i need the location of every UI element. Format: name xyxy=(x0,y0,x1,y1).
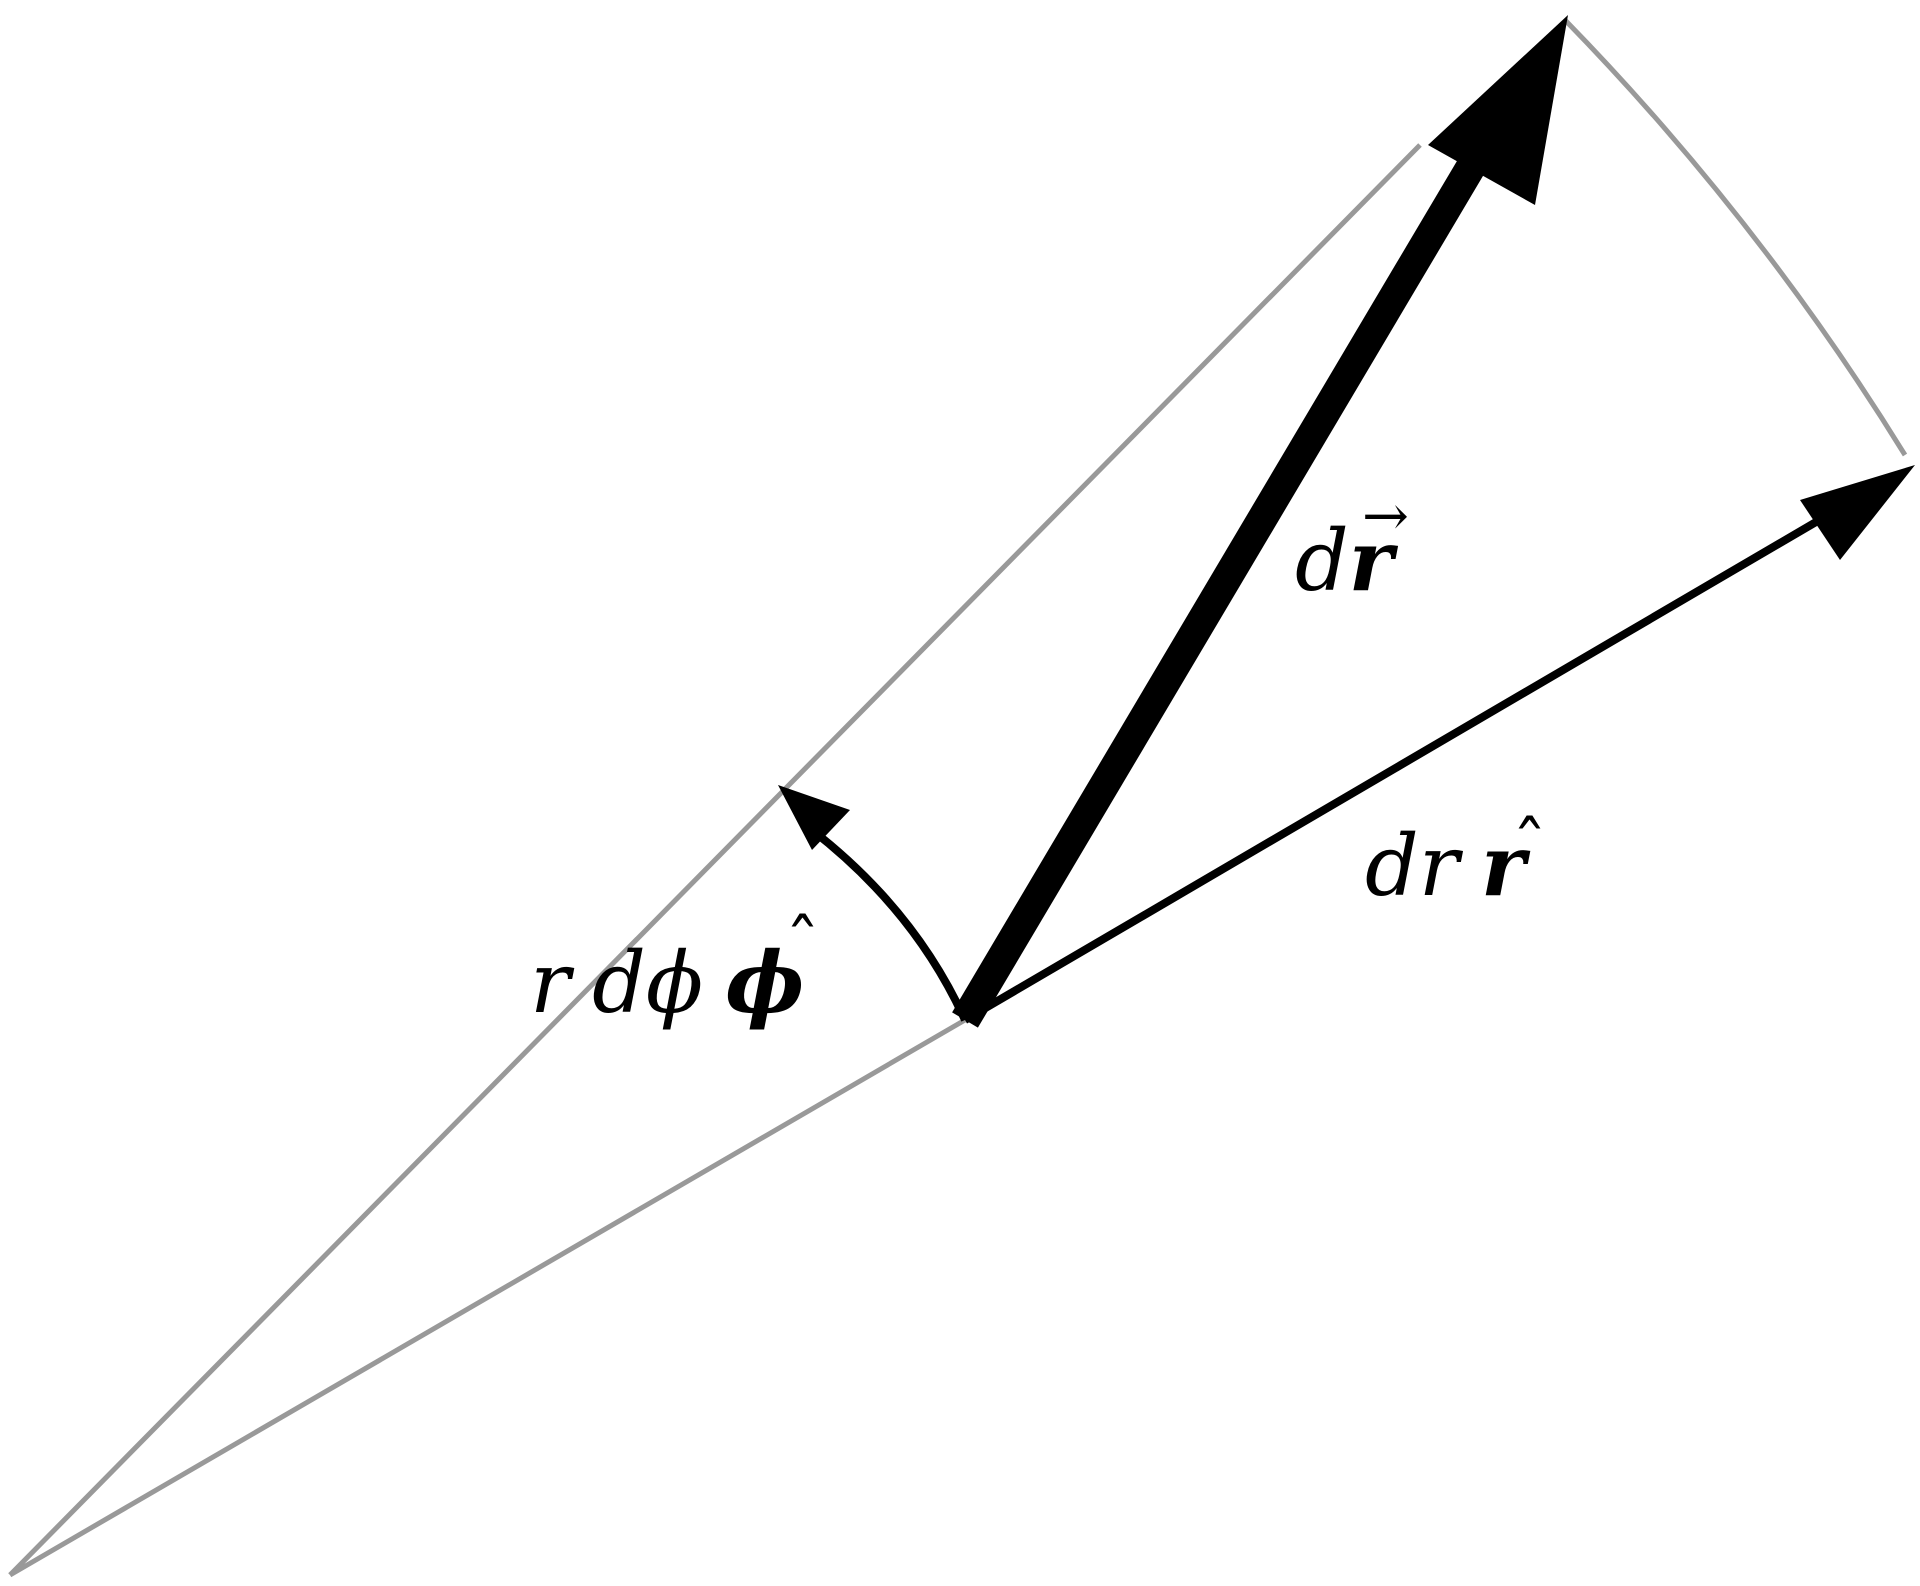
label-dr-rhat-r: r xyxy=(1481,816,1531,915)
label-r-dphi-phihat-phi: ϕ xyxy=(725,933,804,1032)
guide-line-upper-ray xyxy=(8,143,1422,1577)
label-dr-vector-d: d xyxy=(1295,512,1349,610)
dr-vector-shaft xyxy=(952,152,1488,1028)
guide-arc xyxy=(1563,18,1908,457)
r-dphi-phihat-vector-shaft xyxy=(809,826,969,1022)
label-dr-vector-accent: → xyxy=(1362,484,1409,549)
dr-rhat-arrowhead xyxy=(1800,465,1915,560)
label-dr-vector-r: r xyxy=(1349,511,1399,610)
label-dr-rhat-dr: dr xyxy=(1365,817,1464,915)
label-r-dphi-phihat-r: r xyxy=(530,934,575,1032)
label-r-dphi-phihat-dphi: dϕ xyxy=(592,934,703,1032)
dr-rhat-vector-shaft xyxy=(962,501,1848,1024)
label-dr-vector: dr xyxy=(1295,511,1399,610)
guide-line-lower-ray xyxy=(8,1017,967,1578)
r-dphi-phihat-arrowhead xyxy=(778,785,850,850)
label-r-dphi-phihat-accent: ˆ xyxy=(785,905,820,987)
label-dr-rhat-accent: ˆ xyxy=(1512,807,1547,889)
dr-vector-arrowhead xyxy=(1428,15,1568,205)
